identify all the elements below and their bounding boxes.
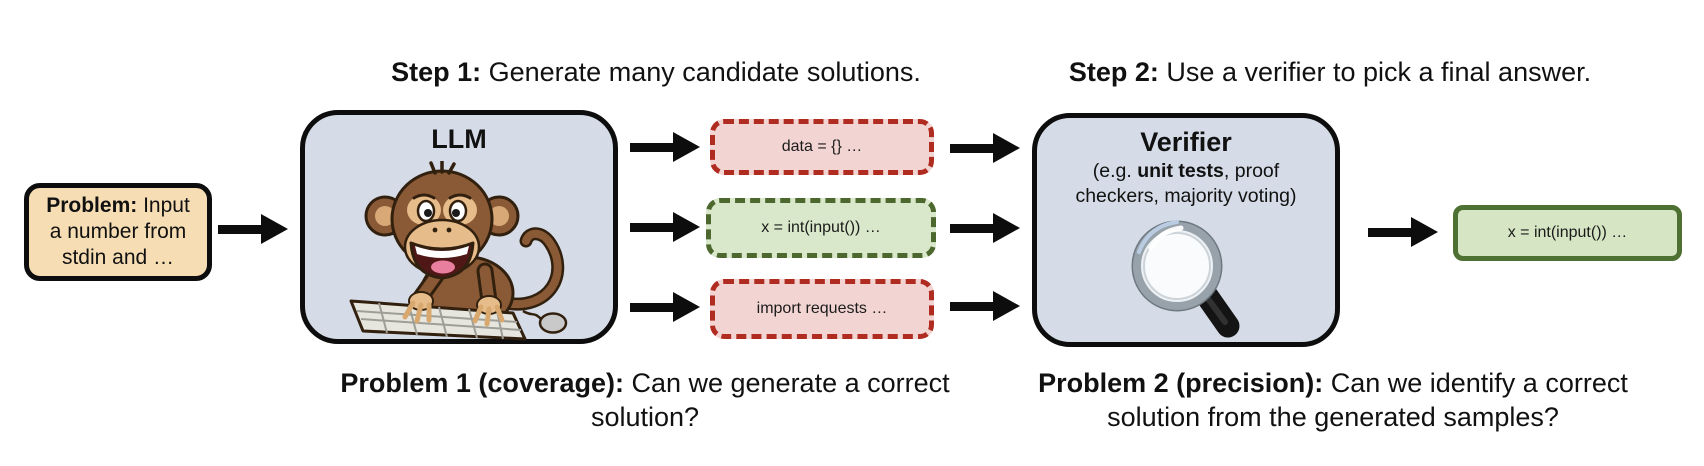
arrow-shaft <box>950 143 993 153</box>
arrow-candidate-2-to-verifier <box>950 213 1020 243</box>
problem-box-title: Problem: <box>46 194 138 217</box>
arrow-problem-to-llm <box>218 214 288 244</box>
problem-box-title-rest: Input <box>137 194 190 217</box>
arrow-shaft <box>630 302 673 312</box>
arrow-shaft <box>950 223 993 233</box>
problem-box-line3: stdin and … <box>61 246 175 269</box>
step2-caption-text: Use a verifier to pick a final answer. <box>1158 57 1592 87</box>
arrow-head <box>993 213 1020 243</box>
arrow-shaft <box>630 142 673 152</box>
candidate-solution-incorrect-1: data = {} … <box>710 119 934 175</box>
step1-caption-bold: Step 1: <box>391 57 482 87</box>
arrow-head <box>993 133 1020 163</box>
problem2-caption-bold: Problem 2 (precision): <box>1038 368 1324 398</box>
problem2-caption-text: Can we identify a correct solution from … <box>1107 368 1628 432</box>
step1-caption-text: Generate many candidate solutions. <box>481 57 921 87</box>
arrow-head <box>1411 217 1438 247</box>
arrow-shaft <box>630 222 673 232</box>
arrow-verifier-to-final <box>1368 217 1438 247</box>
arrow-head <box>261 214 288 244</box>
monkey-typing-icon <box>349 161 568 341</box>
verifier-subtitle-suffix: , proof checkers, majority voting) <box>1075 160 1297 207</box>
step2-caption: Step 2: Use a verifier to pick a final a… <box>1010 57 1650 88</box>
arrow-candidate-1-to-verifier <box>950 133 1020 163</box>
verifier-box-title: Verifier <box>1140 127 1232 157</box>
problem1-caption-bold: Problem 1 (coverage): <box>340 368 624 398</box>
arrow-shaft <box>950 301 993 311</box>
problem-box: Problem: Input a number from stdin and … <box>24 183 212 281</box>
verifier-box: Verifier (e.g. unit tests, proof checker… <box>1032 113 1340 347</box>
arrow-shaft <box>1368 227 1411 237</box>
candidate-solution-incorrect-2: import requests … <box>710 279 934 339</box>
problem2-caption: Problem 2 (precision): Can we identify a… <box>1008 366 1658 434</box>
final-answer-text: x = int(input()) … <box>1507 224 1628 241</box>
verifier-subtitle-prefix: (e.g. <box>1092 160 1138 182</box>
candidate-text: x = int(input()) … <box>761 219 881 236</box>
arrow-head <box>673 292 700 322</box>
arrow-shaft <box>218 224 261 234</box>
llm-box: LLM <box>300 110 618 344</box>
magnifying-glass-icon <box>1131 220 1240 338</box>
candidate-text: data = {} … <box>781 138 863 155</box>
arrow-llm-to-candidate-3 <box>630 292 700 322</box>
step1-caption: Step 1: Generate many candidate solution… <box>336 57 976 88</box>
candidate-solution-correct: x = int(input()) … <box>706 198 936 258</box>
arrow-candidate-3-to-verifier <box>950 291 1020 321</box>
problem-box-line2: a number from <box>49 220 187 243</box>
arrow-llm-to-candidate-2 <box>630 212 700 242</box>
llm-box-title: LLM <box>431 124 487 154</box>
verifier-box-subtitle: (e.g. unit tests, proof checkers, majori… <box>1055 159 1317 209</box>
problem-box-line1: Problem: Input <box>29 193 207 219</box>
problem1-caption: Problem 1 (coverage): Can we generate a … <box>320 366 970 434</box>
candidate-text: import requests … <box>756 300 888 317</box>
problem1-caption-text: Can we generate a correct solution? <box>590 368 950 432</box>
arrow-head <box>673 212 700 242</box>
arrow-head <box>673 132 700 162</box>
step2-caption-bold: Step 2: <box>1068 57 1159 87</box>
arrow-llm-to-candidate-1 <box>630 132 700 162</box>
arrow-head <box>993 291 1020 321</box>
final-answer-box: x = int(input()) … <box>1453 205 1682 261</box>
verifier-subtitle-bold: unit tests <box>1137 160 1224 182</box>
